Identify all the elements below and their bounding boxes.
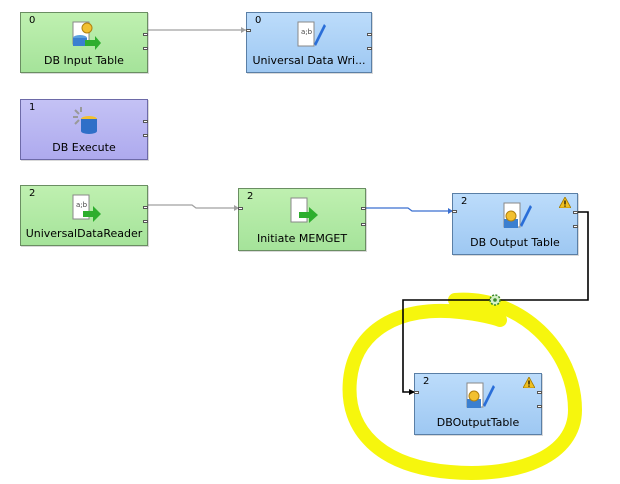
output-port[interactable] [367,33,372,36]
db-execute-icon [73,107,97,134]
node-label: DB Execute [52,141,116,154]
warning-icon[interactable] [559,197,571,208]
node-phase: 2 [423,376,430,387]
edge-debug-gear-icon[interactable] [489,294,501,306]
output-port[interactable] [573,225,578,228]
node-universal-data-writer[interactable]: 0 a;b Universal Data Wri... [246,12,372,73]
node-phase: 2 [461,196,468,207]
output-port[interactable] [537,405,542,408]
input-port[interactable] [246,29,251,32]
output-port[interactable] [573,211,578,214]
node-label: DBOutputTable [436,416,520,429]
node-db-input-table[interactable]: 0 DB Input Table [20,12,148,73]
highlight-circle [342,292,583,480]
node-label: Initiate MEMGET [256,232,348,245]
svg-text:a;b: a;b [301,28,313,36]
node-phase: 2 [29,188,36,199]
edge-arrow-head [409,389,415,395]
node-phase: 0 [255,15,262,26]
output-port[interactable] [143,220,148,223]
node-universal-data-reader[interactable]: 2 a;b UniversalDataReader [20,185,148,246]
input-port[interactable] [452,210,457,213]
edge-arrow-head [234,205,239,211]
node-phase: 0 [29,15,36,26]
node-initiate-memget[interactable]: 2 Initiate MEMGET [238,188,366,251]
node-phase: 2 [247,191,254,202]
edge-arrow-head [448,208,453,214]
edge-arrow-head [241,27,246,33]
data-writer-icon: a;b [297,21,326,47]
output-port[interactable] [361,223,366,226]
warning-icon[interactable] [523,377,535,388]
reformat-icon [290,197,318,223]
db-writer-icon [466,382,495,408]
edge-reader-to-memget[interactable] [148,204,238,209]
output-port[interactable] [367,47,372,50]
output-port[interactable] [361,207,366,210]
output-port[interactable] [537,391,542,394]
node-label: UniversalDataReader [25,227,143,240]
input-port[interactable] [414,391,419,394]
output-port[interactable] [143,47,148,50]
node-dboutputtable[interactable]: 2 DBOutputTable [414,373,542,435]
db-writer-icon [503,202,532,228]
db-reader-icon [72,21,101,50]
node-db-execute[interactable]: 1 DB Execute [20,99,148,160]
edge-memget-to-dboutput[interactable] [366,207,452,212]
data-reader-icon: a;b [72,194,101,222]
output-port[interactable] [143,134,148,137]
node-phase: 1 [29,102,36,113]
input-port[interactable] [238,207,243,210]
node-label: Universal Data Wri... [252,54,366,67]
output-port[interactable] [143,120,148,123]
output-port[interactable] [143,33,148,36]
node-db-output-table[interactable]: 2 DB Output Table [452,193,578,255]
output-port[interactable] [143,206,148,209]
node-label: DB Output Table [470,236,560,249]
node-label: DB Input Table [44,54,124,67]
svg-text:a;b: a;b [76,201,88,209]
